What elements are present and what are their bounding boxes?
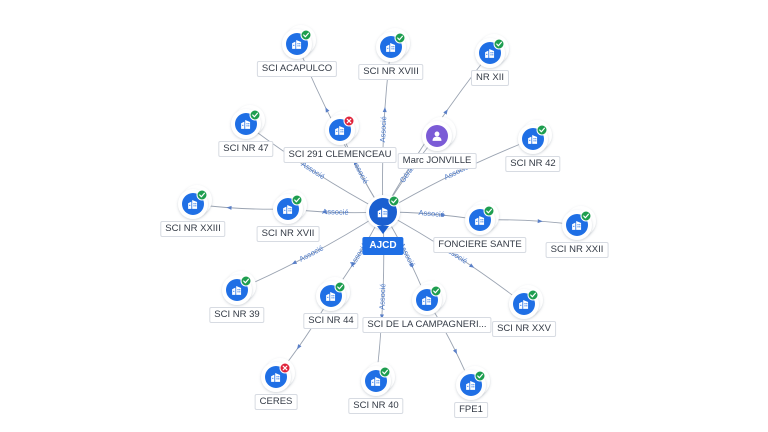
check-badge-icon <box>474 370 486 382</box>
edge-arrow <box>537 219 543 224</box>
node-ceres[interactable] <box>261 358 295 392</box>
node-fpe1[interactable] <box>456 366 490 400</box>
edge-arrow <box>351 261 356 268</box>
edge-arrow <box>468 263 475 268</box>
node-acapulco[interactable] <box>282 25 316 59</box>
check-badge-icon <box>527 289 539 301</box>
edge-arrow <box>382 107 387 113</box>
node-nr22[interactable] <box>562 206 596 240</box>
check-badge-icon <box>388 195 400 207</box>
cross-badge-icon <box>279 362 291 374</box>
node-label-fpe1[interactable]: FPE1 <box>454 402 488 418</box>
edge-arrow <box>325 107 330 113</box>
node-label-nr17[interactable]: SCI NR XVII <box>256 226 320 242</box>
edge-label: Associé <box>378 116 388 143</box>
check-badge-icon <box>483 205 495 217</box>
node-clemenceau[interactable] <box>325 111 359 145</box>
node-label-ceres[interactable]: CERES <box>254 394 298 410</box>
node-label-nr23[interactable]: SCI NR XXIII <box>160 221 226 237</box>
node-label-nr40[interactable]: SCI NR 40 <box>348 398 404 414</box>
edge-arrow <box>226 205 232 210</box>
edge-label: Associé <box>418 208 445 219</box>
node-nr23[interactable] <box>178 185 212 219</box>
check-badge-icon <box>300 29 312 41</box>
edge-arrow <box>443 109 448 115</box>
nodes-layer <box>178 25 596 400</box>
node-nr25[interactable] <box>509 285 543 319</box>
cross-badge-icon <box>343 115 355 127</box>
node-label-campagne[interactable]: SCI DE LA CAMPAGNERI... <box>362 317 492 333</box>
edge-arrow <box>409 262 414 268</box>
node-campagne[interactable] <box>412 281 446 315</box>
node-jonville[interactable] <box>422 117 456 151</box>
edge-label: Associé <box>298 243 325 263</box>
node-fonciere[interactable] <box>465 201 499 235</box>
node-label-nr18[interactable]: SCI NR XVIII <box>358 64 424 80</box>
node-label-jonville[interactable]: Marc JONVILLE <box>397 153 477 169</box>
node-label-nr25[interactable]: SCI NR XXV <box>492 321 556 337</box>
node-label-clemenceau[interactable]: SCI 291 CLEMENCEAU <box>283 147 397 163</box>
check-badge-icon <box>493 38 505 50</box>
node-label-nr12[interactable]: NR XII <box>471 70 509 86</box>
check-badge-icon <box>394 32 406 44</box>
check-badge-icon <box>196 189 208 201</box>
edge-arrow <box>291 260 298 265</box>
edge-arrow <box>297 344 302 350</box>
node-nr40[interactable] <box>361 362 395 396</box>
node-label-fonciere[interactable]: FONCIERE SANTE <box>433 237 527 253</box>
node-label-ajcd[interactable]: AJCD <box>362 237 404 255</box>
node-label-nr44[interactable]: SCI NR 44 <box>303 313 359 329</box>
check-badge-icon <box>430 285 442 297</box>
edge-arrow <box>452 348 458 355</box>
check-badge-icon <box>536 124 548 136</box>
check-badge-icon <box>291 194 303 206</box>
node-label-nr47[interactable]: SCI NR 47 <box>218 141 274 157</box>
check-badge-icon <box>249 109 261 121</box>
check-badge-icon <box>580 210 592 222</box>
node-label-nr42[interactable]: SCI NR 42 <box>505 156 561 172</box>
node-label-acapulco[interactable]: SCI ACAPULCO <box>256 61 338 77</box>
node-nr12[interactable] <box>475 34 509 68</box>
node-label-nr22[interactable]: SCI NR XXII <box>545 242 609 258</box>
node-nr42[interactable] <box>518 120 552 154</box>
node-nr39[interactable] <box>222 271 256 305</box>
check-badge-icon <box>379 366 391 378</box>
node-ajcd[interactable] <box>366 195 400 234</box>
node-nr17[interactable] <box>273 190 307 224</box>
check-badge-icon <box>334 281 346 293</box>
node-label-nr39[interactable]: SCI NR 39 <box>209 307 265 323</box>
edge-label: Associé <box>322 207 349 217</box>
check-badge-icon <box>240 275 252 287</box>
edge-label: Associé <box>377 283 387 310</box>
node-nr18[interactable] <box>376 28 410 62</box>
edge-arrow <box>440 212 446 217</box>
node-nr47[interactable] <box>231 105 265 139</box>
edge-arrow <box>321 210 327 215</box>
node-nr44[interactable] <box>316 277 350 311</box>
edge-arrow <box>379 314 384 320</box>
